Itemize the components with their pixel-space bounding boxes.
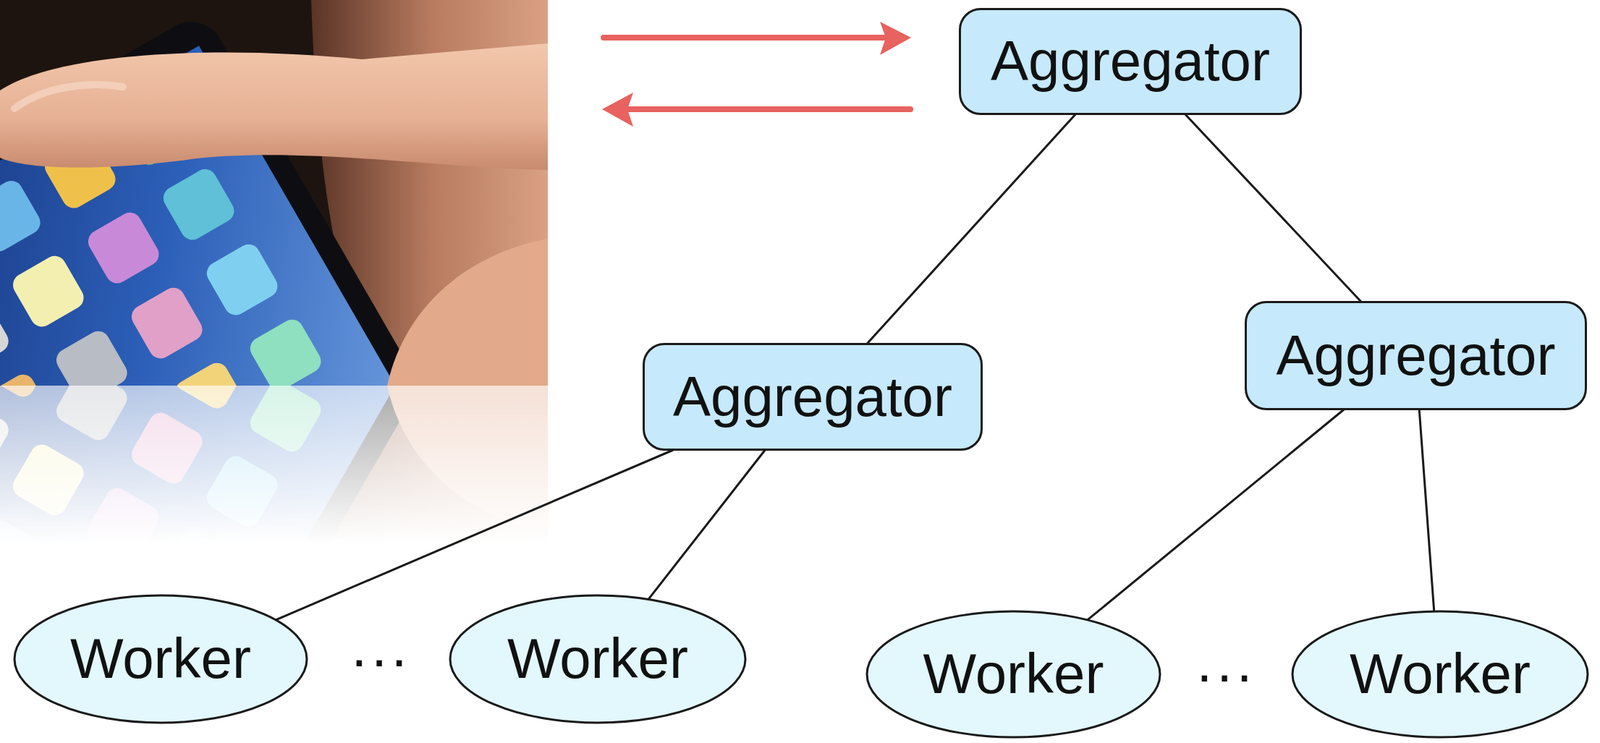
worker-ellipse: Worker — [1290, 610, 1590, 739]
aggregator-box: Aggregator — [958, 7, 1302, 116]
ellipsis-label: ... — [1185, 633, 1268, 691]
tree-connector — [1419, 409, 1435, 612]
node-text: Worker — [923, 641, 1105, 708]
aggregator-box: Aggregator — [1244, 301, 1587, 411]
node-text: Aggregator — [990, 28, 1271, 95]
tree-connector — [1185, 114, 1362, 302]
worker-ellipse: Worker — [448, 594, 747, 725]
request-arrow-head — [879, 21, 912, 55]
node-text: Worker — [1349, 641, 1531, 708]
ellipsis-label: ... — [340, 618, 423, 676]
tree-connector — [1087, 409, 1344, 621]
worker-ellipse: Worker — [13, 594, 309, 725]
tree-connector — [275, 450, 673, 621]
node-text: Aggregator — [672, 364, 953, 430]
response-arrow — [626, 106, 911, 113]
response-arrow-head — [602, 92, 634, 127]
node-text: Worker — [70, 626, 252, 692]
phone-photo — [0, 0, 550, 550]
tree-connector — [648, 450, 765, 600]
node-text: Aggregator — [1276, 323, 1556, 389]
aggregator-box: Aggregator — [642, 343, 983, 451]
tree-connector — [866, 114, 1076, 344]
node-text: Worker — [507, 626, 689, 692]
worker-ellipse: Worker — [865, 610, 1162, 739]
request-arrow — [603, 34, 888, 41]
